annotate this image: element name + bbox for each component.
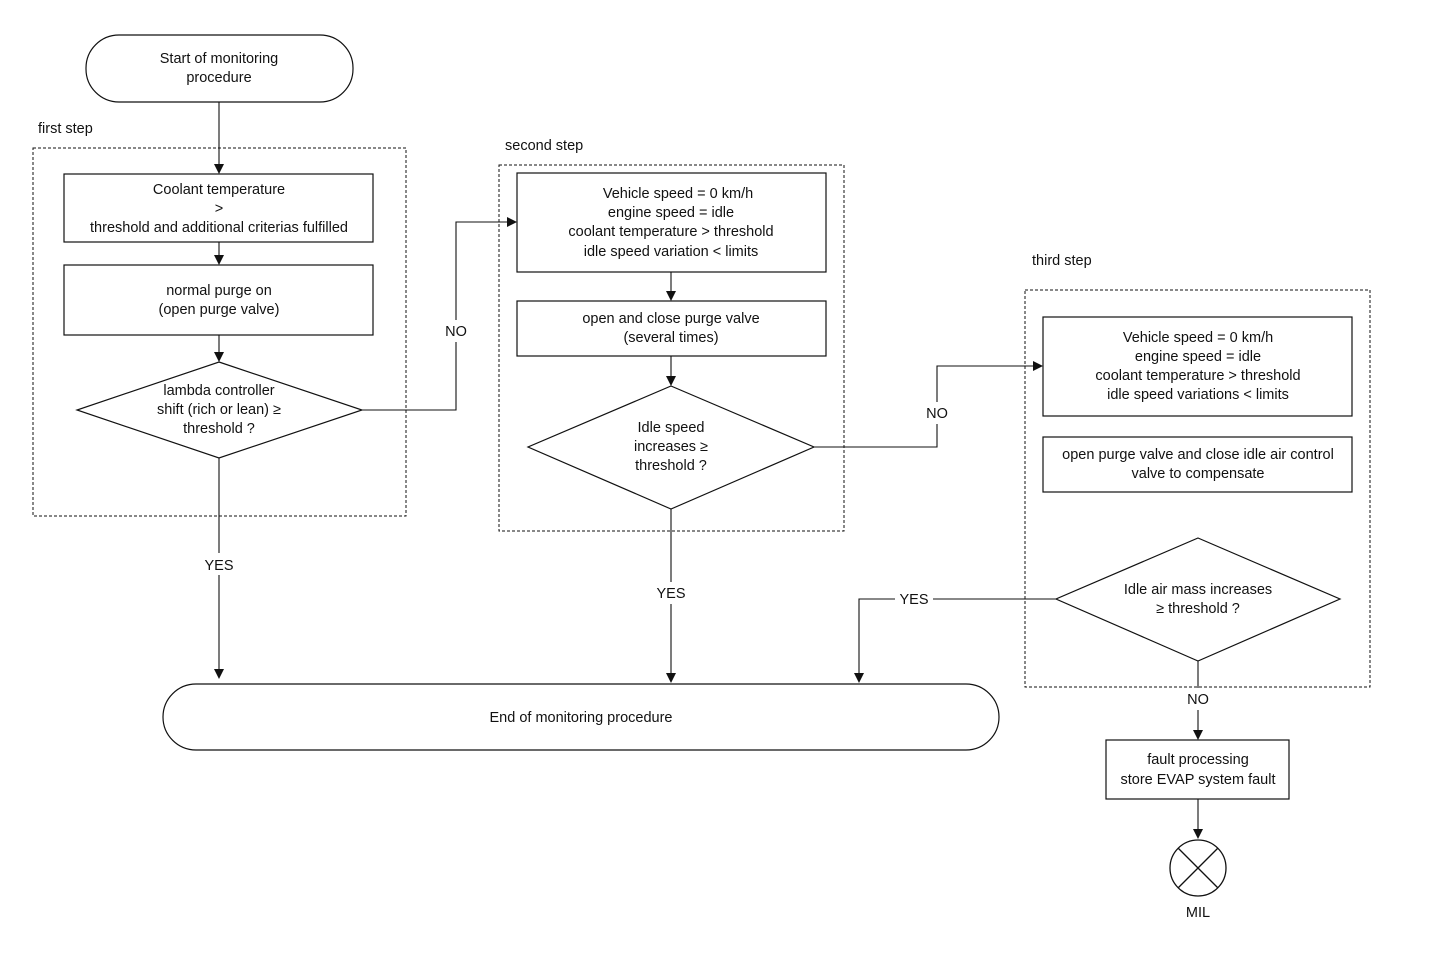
svg-text:threshold ?: threshold ? bbox=[635, 458, 707, 474]
svg-text:≥ threshold ?: ≥ threshold ? bbox=[1156, 601, 1240, 617]
svg-text:store EVAP system fault: store EVAP system fault bbox=[1121, 772, 1276, 788]
first-step-coolant-box: Coolant temperature > threshold and addi… bbox=[63, 173, 374, 243]
edge-label-no-3: NO bbox=[1182, 688, 1214, 710]
first-step-label: first step bbox=[38, 121, 93, 137]
svg-text:Vehicle speed = 0 km/h: Vehicle speed = 0 km/h bbox=[603, 186, 753, 202]
svg-text:coolant temperature > threshol: coolant temperature > threshold bbox=[1095, 368, 1300, 384]
svg-text:increases ≥: increases ≥ bbox=[634, 439, 708, 455]
edge-label-no-1: NO bbox=[440, 320, 472, 342]
svg-text:idle speed variations < limits: idle speed variations < limits bbox=[1107, 387, 1289, 403]
svg-text:YES: YES bbox=[899, 592, 928, 608]
third-step-group bbox=[1024, 289, 1371, 688]
svg-text:(open purge valve): (open purge valve) bbox=[159, 302, 280, 318]
svg-text:NO: NO bbox=[926, 406, 948, 422]
svg-text:valve to compensate: valve to compensate bbox=[1132, 466, 1265, 482]
svg-text:procedure: procedure bbox=[186, 70, 251, 86]
svg-text:(several times): (several times) bbox=[623, 330, 718, 346]
svg-text:open purge valve and close idl: open purge valve and close idle air cont… bbox=[1062, 447, 1334, 463]
svg-text:YES: YES bbox=[656, 586, 685, 602]
second-step-decision: Idle speed increases ≥ threshold ? bbox=[526, 385, 816, 510]
svg-text:YES: YES bbox=[204, 558, 233, 574]
mil-label: MIL bbox=[1186, 905, 1210, 921]
svg-text:coolant temperature > threshol: coolant temperature > threshold bbox=[568, 224, 773, 240]
svg-text:End of monitoring procedure: End of monitoring procedure bbox=[490, 710, 673, 726]
svg-text:lambda controller: lambda controller bbox=[163, 383, 274, 399]
second-step-label: second step bbox=[505, 138, 583, 154]
fault-processing-box: fault processing store EVAP system fault bbox=[1105, 739, 1290, 800]
svg-text:Idle speed: Idle speed bbox=[638, 420, 705, 436]
svg-text:engine speed = idle: engine speed = idle bbox=[608, 205, 734, 221]
svg-text:open and close purge valve: open and close purge valve bbox=[582, 311, 759, 327]
svg-text:idle speed variation < limits: idle speed variation < limits bbox=[584, 244, 759, 260]
svg-text:NO: NO bbox=[445, 324, 467, 340]
svg-text:engine speed = idle: engine speed = idle bbox=[1135, 349, 1261, 365]
svg-text:threshold ?: threshold ? bbox=[183, 421, 255, 437]
first-step-decision: lambda controller shift (rich or lean) ≥… bbox=[75, 361, 364, 459]
svg-text:NO: NO bbox=[1187, 692, 1209, 708]
third-step-label: third step bbox=[1032, 253, 1092, 269]
third-step-conditions-box: Vehicle speed = 0 km/h engine speed = id… bbox=[1042, 316, 1353, 417]
start-node: Start of monitoring procedure bbox=[85, 34, 354, 103]
first-step-purge-box: normal purge on (open purge valve) bbox=[63, 264, 374, 336]
svg-text:shift (rich or lean) ≥: shift (rich or lean) ≥ bbox=[157, 402, 281, 418]
end-node: End of monitoring procedure bbox=[162, 683, 1000, 751]
second-step-conditions-box: Vehicle speed = 0 km/h engine speed = id… bbox=[516, 172, 827, 273]
second-step-purge-box: open and close purge valve (several time… bbox=[516, 300, 827, 357]
mil-lamp-icon bbox=[1169, 839, 1227, 897]
third-step-decision: Idle air mass increases ≥ threshold ? bbox=[1054, 537, 1342, 662]
svg-text:>: > bbox=[215, 201, 223, 217]
svg-text:Vehicle speed = 0 km/h: Vehicle speed = 0 km/h bbox=[1123, 330, 1273, 346]
svg-text:normal purge on: normal purge on bbox=[166, 283, 272, 299]
svg-text:Idle air mass increases: Idle air mass increases bbox=[1124, 582, 1272, 598]
edge-label-yes-3: YES bbox=[895, 588, 933, 610]
edge-label-yes-2: YES bbox=[652, 582, 690, 604]
svg-text:threshold and additional crite: threshold and additional criterias fulfi… bbox=[90, 220, 348, 236]
svg-text:fault processing: fault processing bbox=[1147, 752, 1249, 768]
svg-text:Start of monitoring: Start of monitoring bbox=[160, 51, 278, 67]
edge-label-no-2: NO bbox=[921, 402, 953, 424]
svg-text:Coolant temperature: Coolant temperature bbox=[153, 182, 285, 198]
third-step-purge-box: open purge valve and close idle air cont… bbox=[1042, 436, 1353, 493]
second-step-group bbox=[498, 164, 845, 532]
edge-label-yes-1: YES bbox=[200, 553, 238, 575]
